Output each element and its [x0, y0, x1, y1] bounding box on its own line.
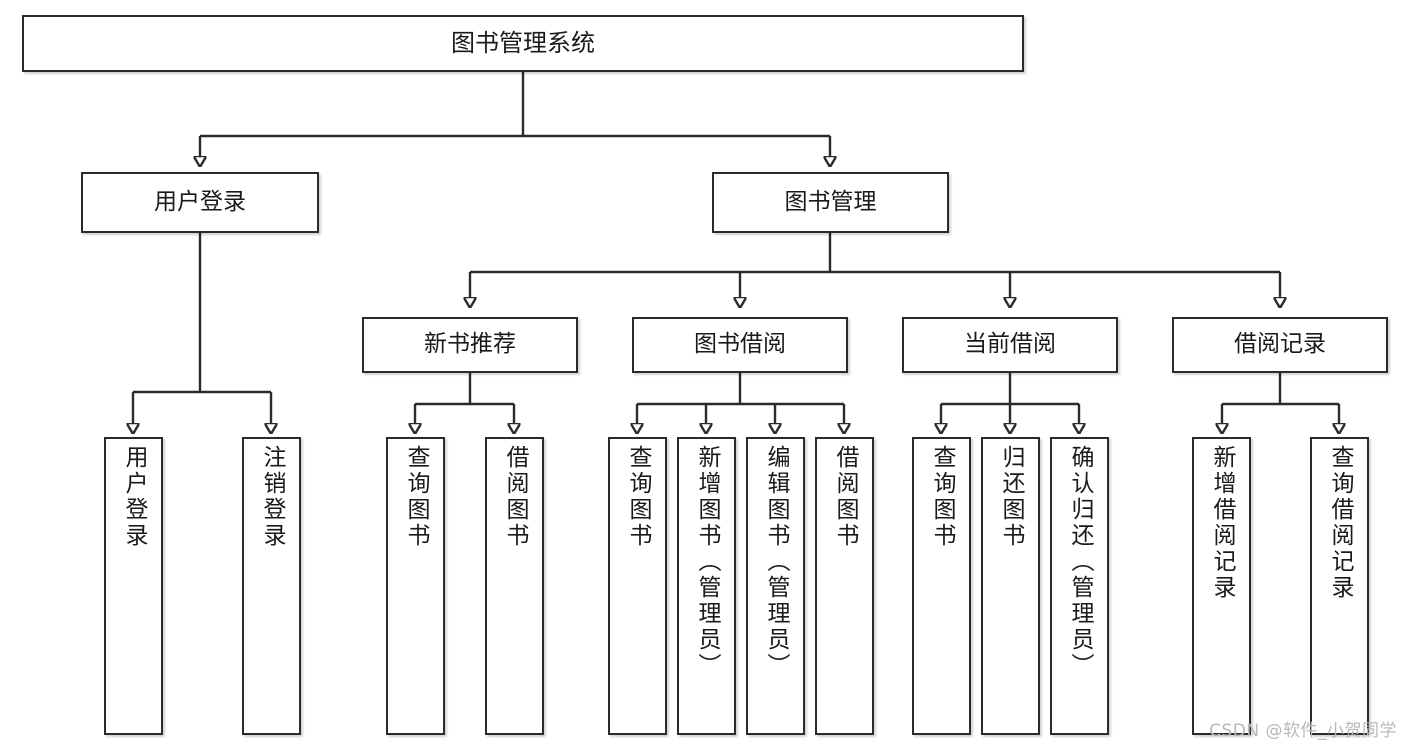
leaf-borrow-add-book[interactable]: 新增图书（管理员）: [677, 437, 736, 735]
node-label: 新书推荐: [424, 331, 516, 358]
node-label: 借阅图书: [832, 445, 858, 549]
leaf-borrow-query-book[interactable]: 查询图书: [608, 437, 667, 735]
node-label: 图书管理系统: [451, 29, 595, 58]
node-label: 归还图书: [998, 445, 1024, 549]
node-user-login[interactable]: 用户登录: [81, 172, 319, 233]
leaf-borrow-borrow-book[interactable]: 借阅图书: [815, 437, 874, 735]
node-label: 图书管理: [784, 188, 877, 215]
leaf-record-add-record[interactable]: 新增借阅记录: [1192, 437, 1251, 735]
node-label: 新增借阅记录: [1209, 445, 1235, 601]
node-label: 当前借阅: [964, 331, 1056, 358]
leaf-recommend-borrow-book[interactable]: 借阅图书: [485, 437, 544, 735]
node-label: 借阅图书: [502, 445, 528, 549]
node-current-borrow[interactable]: 当前借阅: [902, 317, 1118, 373]
node-label: 用户登录: [154, 188, 246, 215]
csdn-watermark: CSDN @软件_小贺同学: [1209, 721, 1397, 741]
leaf-record-query-record[interactable]: 查询借阅记录: [1310, 437, 1369, 735]
leaf-current-confirm-return[interactable]: 确认归还（管理员）: [1050, 437, 1109, 735]
leaf-user-login-signout[interactable]: 注销登录: [242, 437, 301, 735]
node-label: 新增图书（管理员）: [694, 445, 720, 679]
node-label: 查询图书: [625, 445, 651, 549]
node-new-book-recommend[interactable]: 新书推荐: [362, 317, 578, 373]
leaf-user-login-signin[interactable]: 用户登录: [104, 437, 163, 735]
leaf-current-return-book[interactable]: 归还图书: [981, 437, 1040, 735]
node-book-management[interactable]: 图书管理: [712, 172, 949, 233]
node-label: 注销登录: [259, 445, 285, 549]
node-label: 用户登录: [121, 445, 147, 549]
node-borrow-record[interactable]: 借阅记录: [1172, 317, 1388, 373]
node-label: 查询借阅记录: [1327, 445, 1353, 601]
leaf-current-query-book[interactable]: 查询图书: [912, 437, 971, 735]
leaf-borrow-edit-book[interactable]: 编辑图书（管理员）: [746, 437, 805, 735]
node-root-system[interactable]: 图书管理系统: [22, 15, 1024, 72]
node-label: 图书借阅: [694, 331, 786, 358]
node-book-borrow[interactable]: 图书借阅: [632, 317, 848, 373]
node-label: 查询图书: [403, 445, 429, 549]
node-label: 查询图书: [929, 445, 955, 549]
node-label: 借阅记录: [1234, 331, 1326, 358]
node-label: 确认归还（管理员）: [1067, 445, 1093, 679]
node-label: 编辑图书（管理员）: [763, 445, 789, 679]
leaf-recommend-query-book[interactable]: 查询图书: [386, 437, 445, 735]
